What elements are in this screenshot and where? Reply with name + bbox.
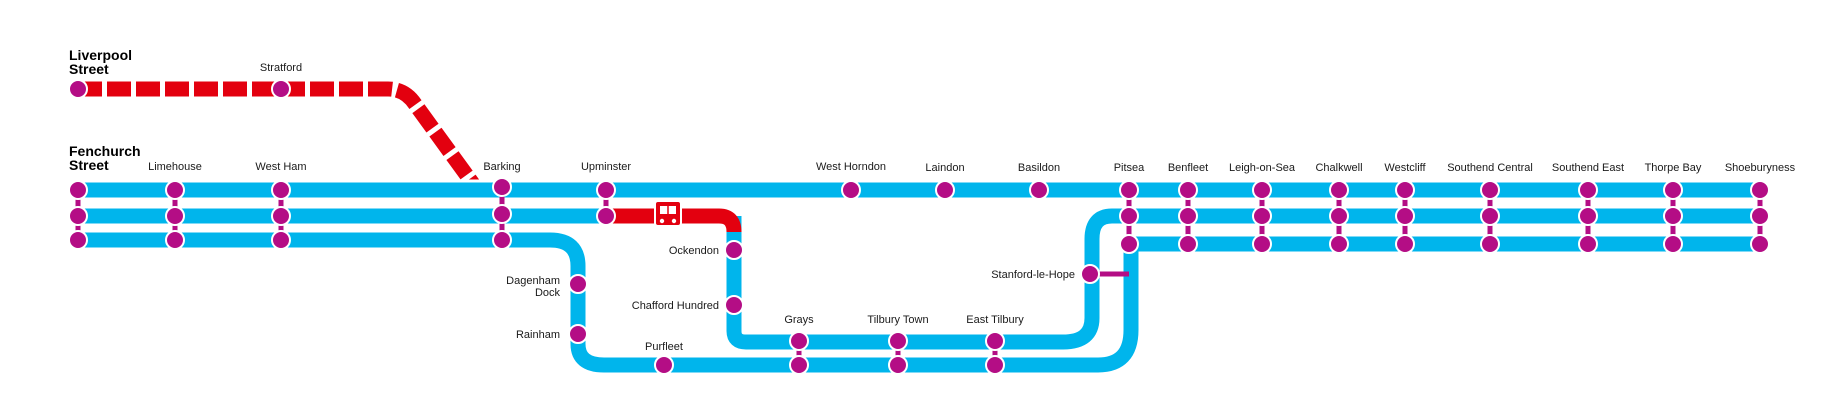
- station-westcliff: [1395, 180, 1415, 200]
- station-chafford-hundred: [724, 295, 744, 315]
- station-shoeburyness: [1750, 180, 1770, 200]
- label-southend-east: Southend East: [1552, 162, 1624, 174]
- label-purfleet: Purfleet: [645, 341, 683, 353]
- station-southend-central: [1480, 180, 1500, 200]
- station-tilbury-town: [888, 331, 908, 351]
- station-leigh-on-sea: [1252, 180, 1272, 200]
- terminal-liverpool-street-line1: Liverpool: [69, 47, 132, 63]
- label-benfleet: Benfleet: [1168, 162, 1208, 174]
- label-rainham: Rainham: [516, 329, 560, 341]
- station-upminster: [596, 180, 616, 200]
- station-thorpe-bay: [1663, 180, 1683, 200]
- label-stratford: Stratford: [260, 62, 302, 74]
- station-chalkwell: [1329, 180, 1349, 200]
- terminal-fenchurch-street-line1: Fenchurch: [69, 143, 141, 159]
- station-pitsea: [1119, 180, 1139, 200]
- terminal-fenchurch-street-line2: Street: [69, 157, 109, 173]
- label-tilbury-town: Tilbury Town: [867, 314, 928, 326]
- upminster-grays-line: [606, 208, 742, 233]
- station-barking: [492, 177, 512, 197]
- shuttle-bus-icon: [654, 200, 682, 227]
- station-dots: [68, 79, 1770, 375]
- c2c-lines: [78, 179, 1760, 376]
- station-laindon: [935, 180, 955, 200]
- station-grays: [789, 331, 809, 351]
- station-stanford-le-hope: [1080, 264, 1100, 284]
- label-east-tilbury: East Tilbury: [966, 314, 1024, 326]
- station-fenchurch-street: [68, 180, 88, 200]
- label-west-horndon: West Horndon: [816, 161, 886, 173]
- station-limehouse: [165, 180, 185, 200]
- terminal-liverpool-street-line2: Street: [69, 61, 109, 77]
- label-ockendon: Ockendon: [669, 245, 719, 257]
- station-southend-east: [1578, 180, 1598, 200]
- label-thorpe-bay: Thorpe Bay: [1645, 162, 1702, 174]
- label-chalkwell: Chalkwell: [1315, 162, 1362, 174]
- label-shoeburyness: Shoeburyness: [1725, 162, 1796, 174]
- label-limehouse: Limehouse: [148, 161, 202, 173]
- label-leigh-on-sea: Leigh-on-Sea: [1229, 162, 1296, 174]
- station-dagenham-dock: [568, 274, 588, 294]
- station-west-horndon: [841, 180, 861, 200]
- station-purfleet: [654, 355, 674, 375]
- label-southend-central: Southend Central: [1447, 162, 1533, 174]
- label-upminster: Upminster: [581, 161, 631, 173]
- liverpool-street-line: [78, 81, 483, 193]
- station-basildon: [1029, 180, 1049, 200]
- label-chafford-hundred: Chafford Hundred: [632, 300, 719, 312]
- label-grays: Grays: [784, 314, 814, 326]
- station-benfleet: [1178, 180, 1198, 200]
- label-stanford-le-hope: Stanford-le-Hope: [991, 269, 1075, 281]
- station-east-tilbury: [985, 331, 1005, 351]
- station-liverpool-street: [68, 79, 88, 99]
- label-laindon: Laindon: [925, 162, 964, 174]
- station-stratford: [271, 79, 291, 99]
- label-dagenham-dock-line1: Dagenham: [506, 275, 560, 287]
- label-west-ham: West Ham: [255, 161, 306, 173]
- label-dagenham-dock-line2: Dock: [535, 287, 561, 299]
- label-barking: Barking: [483, 161, 520, 173]
- label-basildon: Basildon: [1018, 162, 1060, 174]
- label-pitsea: Pitsea: [1114, 162, 1145, 174]
- station-ockendon: [724, 240, 744, 260]
- station-rainham: [568, 324, 588, 344]
- label-westcliff: Westcliff: [1384, 162, 1426, 174]
- station-west-ham: [271, 180, 291, 200]
